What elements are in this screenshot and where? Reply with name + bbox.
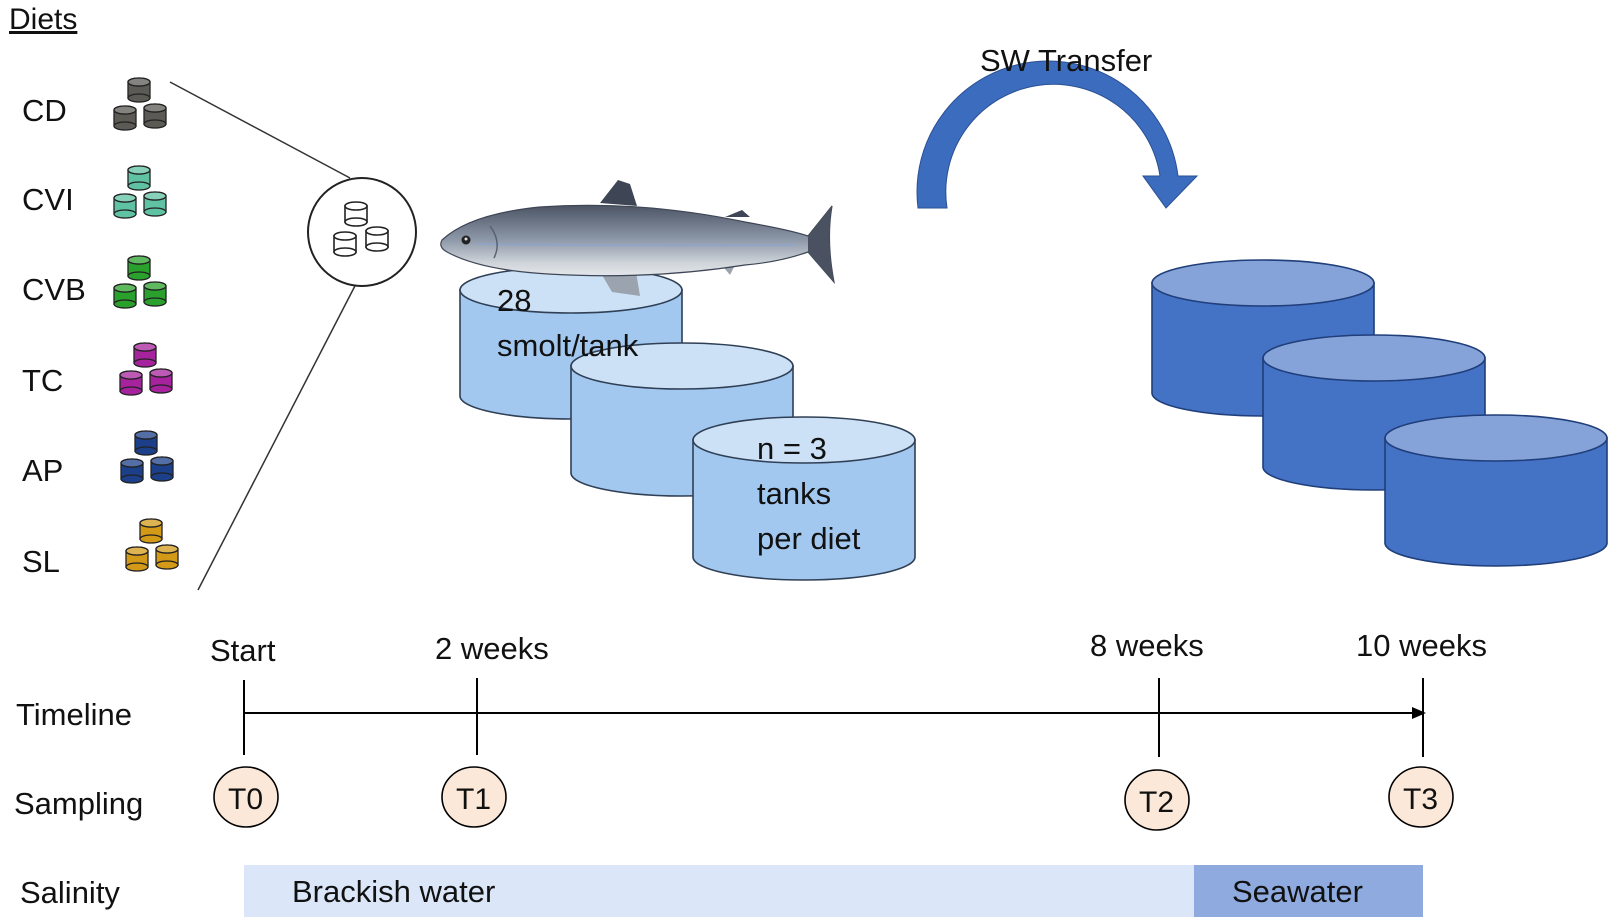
timepoint-2-weeks: 2 weeks — [435, 631, 549, 666]
salinity-seawater-bar — [1194, 865, 1423, 917]
timeline-label: Timeline — [16, 697, 132, 732]
zoom-line-top — [169, 81, 351, 179]
salinity-seawater-label: Seawater — [1232, 874, 1363, 909]
tanks-n-line1: n = 3 — [757, 431, 827, 466]
curved-arrow-icon — [916, 60, 1199, 209]
zoom-line-bottom — [197, 279, 359, 591]
salinity-label: Salinity — [20, 875, 120, 910]
pellets-icon — [125, 518, 179, 572]
sampling-point-t1 — [441, 766, 507, 828]
sampling-point-t3 — [1388, 766, 1454, 828]
pellets-icon — [119, 342, 173, 396]
seawater-tank-3 — [1384, 414, 1608, 567]
sample-t3-label: T3 — [1403, 783, 1439, 816]
timepoint-8-weeks: 8 weeks — [1090, 628, 1204, 663]
sampling-label: Sampling — [14, 786, 144, 821]
sample-t1-label: T1 — [456, 783, 492, 816]
sample-t2-label: T2 — [1139, 786, 1175, 819]
timepoint-10-weeks: 10 weeks — [1356, 628, 1487, 663]
sampling-point-t0 — [213, 766, 279, 828]
salmon-icon — [440, 180, 836, 296]
diet-pellet-groups — [113, 77, 179, 572]
timeline-arrowhead — [1412, 707, 1426, 719]
pellets-icon — [113, 77, 167, 131]
pellets-icon — [113, 255, 167, 309]
diets-heading: Diets — [9, 3, 78, 36]
smolt-count-line1: 28 — [497, 283, 532, 318]
feed-zoom-circle — [307, 177, 417, 287]
sw-transfer-label: SW Transfer — [980, 43, 1153, 78]
diet-label-cvi: CVI — [22, 182, 74, 217]
brackish-tank-3 — [692, 416, 916, 581]
diet-label-ap: AP — [22, 453, 64, 488]
diet-label-sl: SL — [22, 544, 60, 579]
diet-label-tc: TC — [22, 363, 64, 398]
pellets-icon — [120, 430, 174, 484]
timeline-axis — [243, 678, 1424, 757]
tanks-n-line3: per diet — [757, 521, 861, 556]
salinity-brackish-bar — [244, 865, 1194, 917]
tanks-n-line2: tanks — [757, 476, 832, 511]
pellets-icon — [113, 165, 167, 219]
timepoint-start: Start — [210, 633, 276, 668]
seawater-tank-2 — [1262, 334, 1486, 491]
diet-label-cd: CD — [22, 93, 67, 128]
sample-t0-label: T0 — [228, 783, 264, 816]
diet-label-cvb: CVB — [22, 272, 86, 307]
salinity-brackish-label: Brackish water — [292, 874, 496, 909]
smolt-count-line2: smolt/tank — [497, 328, 639, 363]
sampling-point-t2 — [1124, 769, 1190, 831]
sampling-circles — [213, 766, 1454, 831]
